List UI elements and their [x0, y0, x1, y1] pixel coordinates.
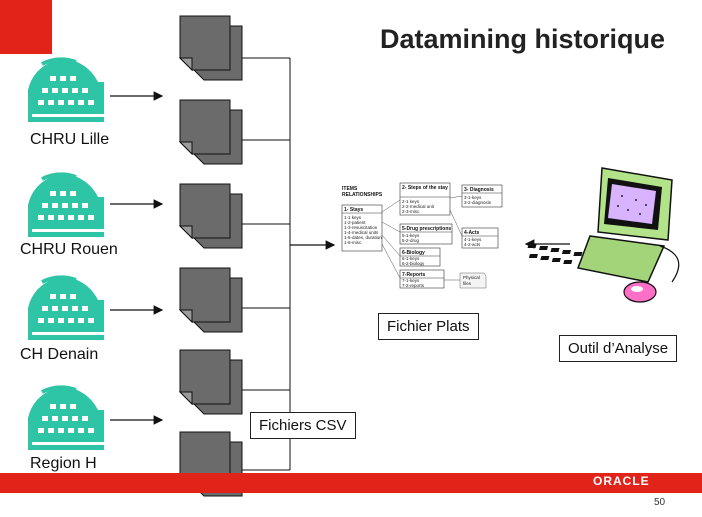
- footer-bar: [0, 473, 702, 493]
- oracle-logo: ORACLE: [593, 474, 650, 488]
- er-entity-title: 4-Acts: [464, 230, 480, 236]
- hospital-icon: [26, 172, 106, 239]
- flat-file-label: Fichier Plats: [378, 313, 479, 340]
- er-row: 1-2-patient: [344, 220, 366, 225]
- er-entity-title: 2- Steps of the stay: [402, 185, 448, 191]
- er-row: 4-1-keys: [464, 237, 482, 242]
- er-entity-title: 5-Drug prescriptions: [402, 226, 451, 232]
- er-entity-title: 1- Stays: [344, 207, 363, 213]
- er-note: files: [463, 281, 472, 286]
- slide-title: Datamining historique: [380, 24, 666, 54]
- hospital-icon: [26, 275, 106, 342]
- er-row: 1-6-misc.: [344, 240, 363, 245]
- er-row: 3-1-keys: [464, 195, 482, 200]
- er-row: 7-1-keys: [402, 278, 420, 283]
- er-entity-title: 3- Diagnosis: [464, 187, 494, 193]
- analysis-tool-label: Outil d’Analyse: [559, 335, 678, 362]
- red-corner-accent: [0, 0, 52, 54]
- site-label-chru-lille: CHRU Lille: [30, 131, 110, 148]
- er-heading: ITEMS: [342, 186, 358, 192]
- hospital-icon: [26, 57, 106, 124]
- document-stack-icon: [179, 183, 243, 249]
- er-heading: RELATIONSHIPS: [342, 192, 383, 198]
- document-stack-icon: [179, 349, 243, 415]
- page-number: 50: [654, 497, 666, 508]
- site-label-chru-rouen: CHRU Rouen: [20, 241, 118, 258]
- er-row: 4-2-acts: [464, 242, 481, 247]
- er-row: 5-1-keys: [402, 233, 420, 238]
- er-row: 5-2-drug: [402, 238, 420, 243]
- computer-icon: [527, 167, 680, 303]
- csv-files-label: Fichiers CSV: [250, 412, 356, 439]
- er-row: 3-2-diagnosis: [464, 200, 492, 205]
- er-note: Physical: [463, 275, 480, 280]
- er-row: 2-1 keys: [402, 199, 420, 204]
- er-row: 2-3-misc.: [402, 209, 421, 214]
- csv-connector-lines: [242, 57, 291, 471]
- site-label-region-h: Region H: [30, 455, 97, 472]
- er-row: 7-2-reports: [402, 283, 425, 288]
- er-row: 6-2-biology: [402, 261, 425, 266]
- document-stack-icon: [179, 267, 243, 333]
- document-stack-icon: [179, 15, 243, 81]
- er-row: 2-2-medical unit: [402, 204, 435, 209]
- er-entity-title: 7-Reports: [402, 272, 426, 278]
- site-label-ch-denain: CH Denain: [20, 346, 99, 363]
- er-row: 1-1 keys: [344, 215, 362, 220]
- document-stack-icon: [179, 99, 243, 165]
- er-entity-title: 6-Biology: [402, 250, 425, 256]
- er-row: 1-5-dates, duration: [344, 235, 382, 240]
- entity-relationship-diagram: ITEMS RELATIONSHIPS 1- Stays 1-1 keys 1-…: [341, 182, 503, 289]
- er-row: 1-4-medical units: [344, 230, 379, 235]
- hospital-icon: [26, 385, 106, 452]
- er-row: 1-3-resuscitation: [344, 225, 378, 230]
- er-row: 6-1-keys: [402, 256, 420, 261]
